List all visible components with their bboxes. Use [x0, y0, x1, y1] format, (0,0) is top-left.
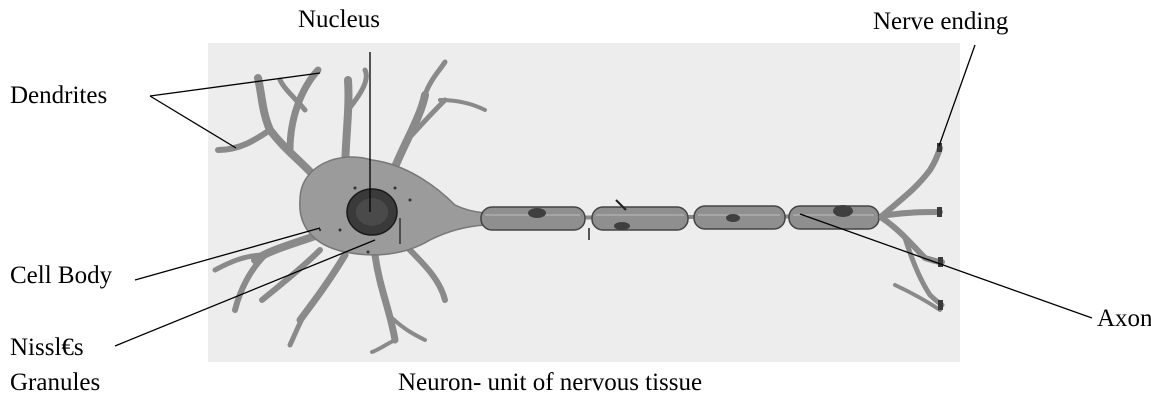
nerve-ending-leader [939, 45, 975, 146]
nissl-granules-label-line2: Granules [10, 369, 100, 397]
nissl-granules-label-line1: Nissl€s [10, 334, 84, 362]
dendrites-label: Dendrites [10, 82, 107, 110]
nucleus-label: Nucleus [298, 6, 380, 34]
diagram-caption: Neuron- unit of nervous tissue [398, 369, 702, 397]
nerve-ending-label: Nerve ending [873, 8, 1008, 36]
axon-leader [800, 214, 1092, 318]
dendrites-leader-upper [150, 73, 320, 96]
cell-body-label: Cell Body [10, 262, 112, 290]
axon-label: Axon [1097, 305, 1151, 333]
nerve-endings-drawing [882, 148, 942, 310]
terminal-knobs-drawing [937, 143, 943, 310]
dendrites-leader-lower [150, 96, 236, 148]
